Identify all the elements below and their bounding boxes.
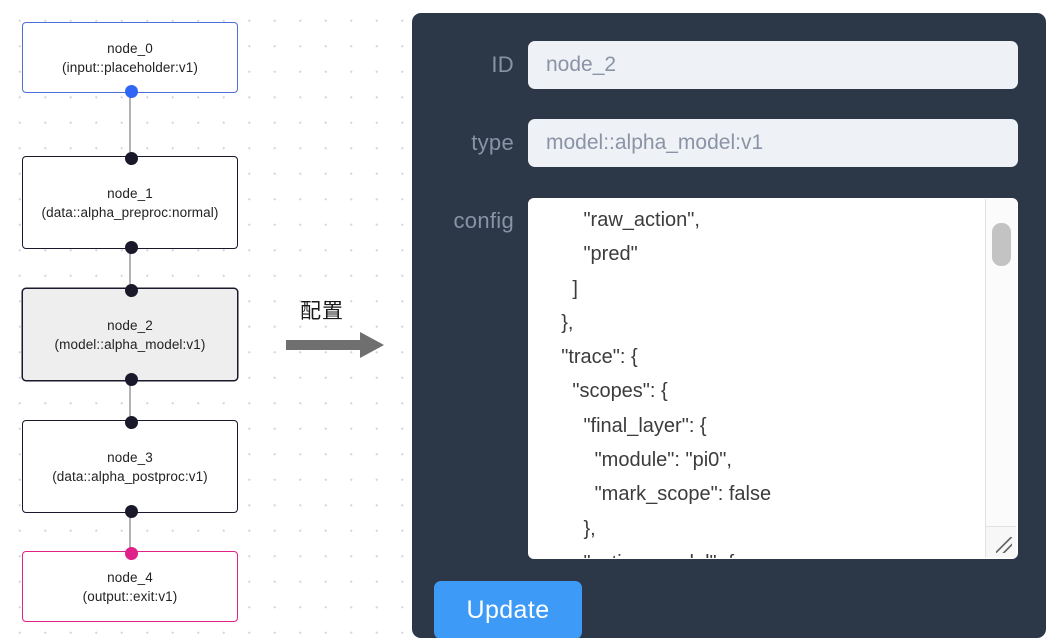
annotation-label: 配置	[300, 299, 344, 323]
node-handle-target[interactable]	[124, 283, 138, 297]
id-field-label: ID	[491, 52, 514, 77]
id-input[interactable]	[528, 41, 1018, 89]
node-handle-source[interactable]	[124, 84, 138, 98]
flow-node-label: node_4 (output::exit:v1)	[82, 569, 178, 604]
edge-node1-node2	[129, 249, 131, 288]
edge-node2-node3	[129, 381, 131, 420]
node-handle-source[interactable]	[124, 372, 138, 386]
flow-node-node_1[interactable]: node_1 (data::alpha_preproc:normal)	[22, 151, 238, 254]
annotation-arrow-group: 配置	[286, 295, 396, 365]
field-row-id: ID	[412, 41, 1018, 89]
config-textarea[interactable]: "raw_action", "pred" ] }, "trace": { "sc…	[561, 209, 772, 558]
flow-graph: node_0 (input::placeholder:v1) node_1 (d…	[0, 0, 400, 643]
config-scrollbar[interactable]	[985, 199, 1017, 558]
flow-node-label: node_1 (data::alpha_preproc:normal)	[41, 185, 219, 220]
node-handle-target[interactable]	[124, 546, 138, 560]
config-textarea-wrapper: "raw_action", "pred" ] }, "trace": { "sc…	[528, 198, 1018, 559]
edge-node0-node1	[129, 93, 131, 156]
config-field-label: config	[453, 208, 514, 233]
type-input[interactable]	[528, 119, 1018, 167]
right-arrow-icon	[286, 332, 384, 358]
node-handle-target[interactable]	[124, 415, 138, 429]
config-scrollbar-thumb[interactable]	[992, 223, 1011, 266]
type-field-label: type	[471, 130, 514, 155]
update-button[interactable]: Update	[434, 581, 582, 638]
node-handle-target[interactable]	[124, 151, 138, 165]
node-handle-source[interactable]	[124, 504, 138, 518]
flow-node-node_3[interactable]: node_3 (data::alpha_postproc:v1)	[22, 415, 238, 518]
field-row-config: config "raw_action", "pred" ] }, "trace"…	[412, 198, 1018, 559]
edge-node3-node4	[129, 513, 131, 551]
textarea-resize-handle[interactable]	[985, 526, 1016, 557]
flow-node-node_2[interactable]: node_2 (model::alpha_model:v1)	[22, 283, 238, 386]
node-config-panel: ID type config "raw_action", "pred" ] },…	[412, 13, 1046, 638]
flow-node-node_0[interactable]: node_0 (input::placeholder:v1)	[22, 22, 238, 98]
flow-node-node_4[interactable]: node_4 (output::exit:v1)	[22, 546, 238, 622]
flow-node-label: node_0 (input::placeholder:v1)	[62, 40, 198, 75]
field-row-type: type	[412, 119, 1018, 167]
flow-node-label: node_2 (model::alpha_model:v1)	[54, 317, 206, 352]
node-handle-source[interactable]	[124, 240, 138, 254]
flow-node-label: node_3 (data::alpha_postproc:v1)	[52, 449, 208, 484]
